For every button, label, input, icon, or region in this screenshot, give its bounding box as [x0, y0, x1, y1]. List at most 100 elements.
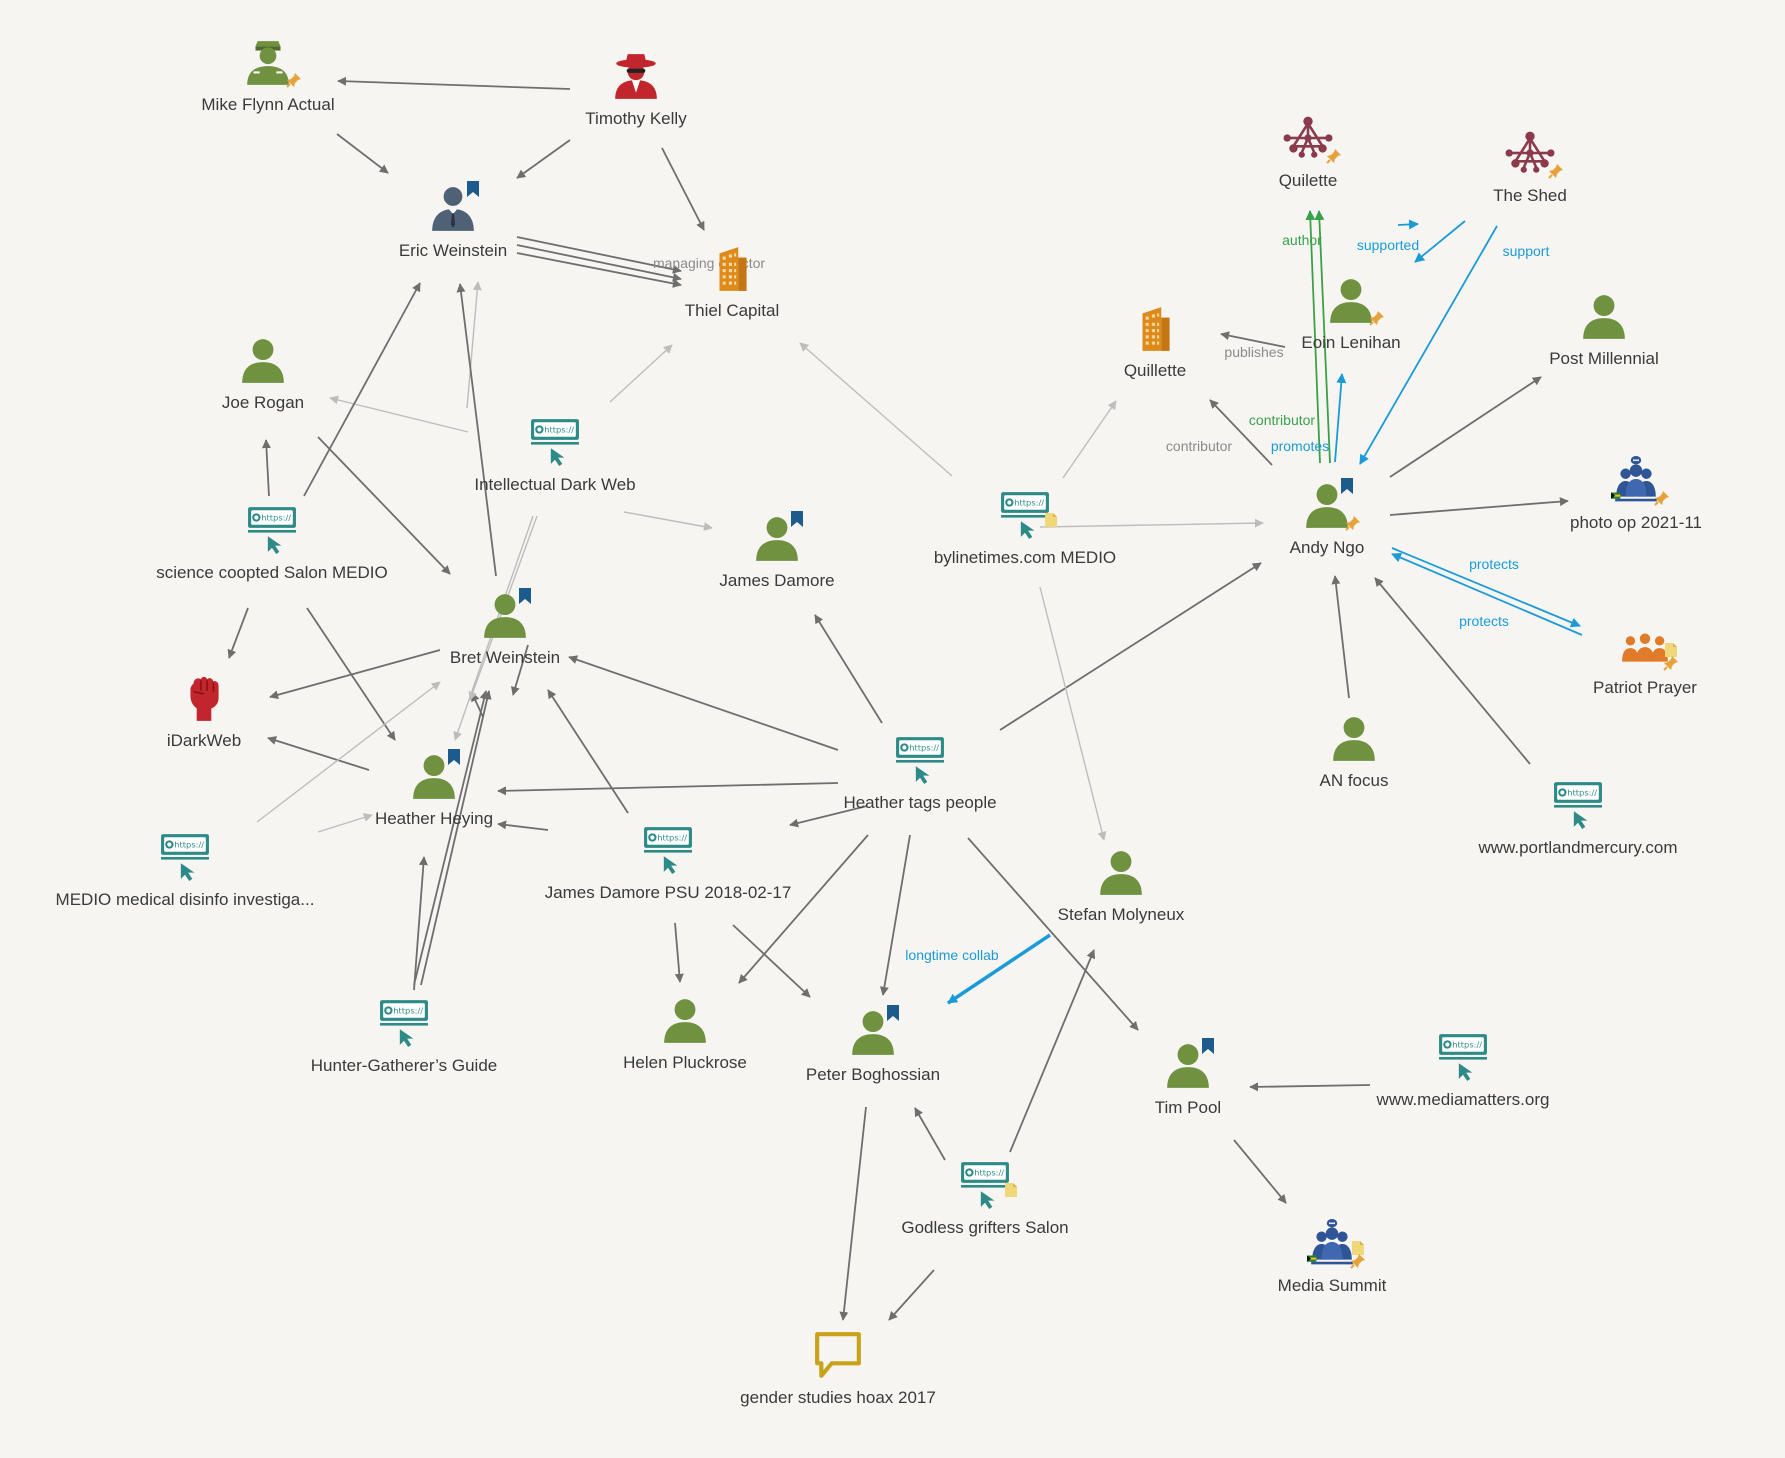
- edge-arrow[interactable]: [568, 655, 839, 751]
- edge-arrow[interactable]: [516, 252, 682, 288]
- edge-arrow[interactable]: [814, 614, 883, 724]
- edge-arrow[interactable]: [1062, 400, 1117, 479]
- node-heathertags[interactable]: Heather tags people: [843, 736, 997, 812]
- edge-arrow[interactable]: [1414, 220, 1466, 263]
- edge-arrow[interactable]: [303, 282, 421, 497]
- node-label: Joe Rogan: [222, 393, 304, 412]
- node-photoop[interactable]: photo op 2021-11: [1570, 456, 1702, 532]
- edge-arrow[interactable]: [1389, 497, 1569, 516]
- node-postmill[interactable]: Post Millennial: [1549, 295, 1659, 368]
- edge-arrow[interactable]: [497, 782, 839, 796]
- node-stefan[interactable]: Stefan Molyneux: [1058, 851, 1185, 924]
- node-hunter[interactable]: Hunter-Gatherer’s Guide: [311, 999, 497, 1075]
- edge-arrow[interactable]: [1391, 552, 1583, 636]
- node-mike[interactable]: Mike Flynn Actual: [201, 41, 335, 114]
- node-byline[interactable]: bylinetimes.com MEDIO: [934, 491, 1116, 567]
- edge-arrow[interactable]: [317, 436, 451, 575]
- edge-arrow[interactable]: [1009, 949, 1096, 1153]
- edge-arrow[interactable]: [1314, 210, 1331, 464]
- edge-arrow[interactable]: [261, 439, 271, 497]
- node-godless[interactable]: Godless grifters Salon: [901, 1161, 1069, 1237]
- node-bret[interactable]: Bret Weinstein: [450, 588, 560, 667]
- edge-arrow[interactable]: [661, 147, 705, 231]
- node-idarkweb[interactable]: iDarkWeb: [167, 676, 241, 750]
- edge-arrow[interactable]: [1389, 376, 1542, 478]
- node-damore[interactable]: James Damore: [719, 511, 835, 590]
- node-andy[interactable]: Andy Ngo: [1290, 478, 1365, 557]
- edge-arrow[interactable]: [609, 344, 673, 403]
- edge-arrow[interactable]: [456, 283, 497, 577]
- edge-arrow[interactable]: [674, 922, 684, 983]
- edge-arrow[interactable]: [256, 681, 441, 823]
- edge-arrow[interactable]: [267, 736, 370, 771]
- node-quillette_org[interactable]: Quillette: [1124, 307, 1186, 380]
- edge-arrow[interactable]: [839, 1106, 867, 1321]
- edge-arrow[interactable]: [1331, 575, 1350, 699]
- node-idw[interactable]: Intellectual Dark Web: [474, 418, 636, 494]
- edge-arrow[interactable]: [1374, 577, 1531, 765]
- edge-arrow[interactable]: [799, 342, 953, 477]
- node-patriot[interactable]: Patriot Prayer: [1593, 633, 1697, 697]
- node-shed[interactable]: The Shed: [1493, 130, 1567, 205]
- edge-arrow[interactable]: [888, 1269, 935, 1321]
- edge-arrow[interactable]: [413, 690, 489, 986]
- edge-arrow[interactable]: [336, 133, 389, 174]
- node-eoin[interactable]: Eoin Lenihan: [1301, 279, 1401, 352]
- url-icon: [379, 999, 429, 1048]
- edge-arrow[interactable]: [497, 820, 549, 831]
- edge-arrow[interactable]: [227, 607, 249, 659]
- node-portland[interactable]: www.portlandmercury.com: [1477, 781, 1678, 857]
- edge-arrow[interactable]: [1220, 331, 1286, 348]
- edge-arrow[interactable]: [1249, 1082, 1371, 1092]
- edge-arrow[interactable]: [413, 856, 428, 991]
- edge-arrow[interactable]: [947, 933, 1051, 1005]
- edge-arrow[interactable]: [623, 511, 713, 531]
- node-peter[interactable]: Peter Boghossian: [806, 1005, 940, 1084]
- edge-arrow[interactable]: [732, 924, 811, 998]
- node-mediamatters[interactable]: www.mediamatters.org: [1376, 1033, 1550, 1109]
- node-heying[interactable]: Heather Heying: [375, 749, 493, 828]
- node-quillette_net[interactable]: Quilette: [1279, 115, 1342, 190]
- edge-arrow[interactable]: [317, 813, 373, 833]
- edge-arrow[interactable]: [1039, 586, 1107, 841]
- edge-arrow[interactable]: [914, 1107, 946, 1161]
- node-gender[interactable]: gender studies hoax 2017: [740, 1334, 936, 1407]
- node-medio[interactable]: MEDIO medical disinfo investiga...: [56, 833, 315, 909]
- edge-arrow[interactable]: [1039, 518, 1264, 528]
- edge-arrow[interactable]: [516, 236, 682, 274]
- person-icon: [1330, 279, 1372, 323]
- edge-arrow[interactable]: [1359, 225, 1498, 465]
- edge-arrow[interactable]: [1305, 210, 1321, 464]
- edge-arrow[interactable]: [967, 837, 1139, 1031]
- edge-arrow[interactable]: [1209, 399, 1273, 466]
- edge-arrow[interactable]: [999, 562, 1262, 731]
- node-thiel[interactable]: Thiel Capital: [685, 247, 780, 320]
- edge-arrow[interactable]: [1391, 547, 1581, 628]
- node-joe[interactable]: Joe Rogan: [222, 339, 304, 412]
- url-icon: [1553, 781, 1603, 830]
- edge-arrow[interactable]: [516, 139, 571, 179]
- node-science[interactable]: science coopted Salon MEDIO: [156, 506, 388, 582]
- edge-arrow[interactable]: [738, 834, 869, 984]
- edge-arrow[interactable]: [329, 395, 469, 433]
- edge-arrow[interactable]: [511, 644, 529, 696]
- edge-arrow[interactable]: [1233, 1139, 1287, 1204]
- node-eric[interactable]: Eric Weinstein: [399, 181, 507, 260]
- node-pluckrose[interactable]: Helen Pluckrose: [623, 999, 747, 1072]
- pin-icon: [1369, 310, 1385, 326]
- edge-arrow[interactable]: [547, 689, 629, 814]
- edge-arrow[interactable]: [466, 281, 482, 409]
- node-mediasummit[interactable]: Media Summit: [1278, 1219, 1387, 1295]
- edge-arrow[interactable]: [516, 244, 682, 282]
- edge-arrow[interactable]: [879, 834, 911, 996]
- node-damorepsu[interactable]: James Damore PSU 2018-02-17: [545, 826, 792, 902]
- edge-arrow[interactable]: [789, 805, 868, 828]
- node-anfocus[interactable]: AN focus: [1320, 717, 1389, 790]
- node-timothy[interactable]: Timothy Kelly: [585, 54, 687, 128]
- edge-arrow[interactable]: [1334, 373, 1347, 463]
- edge-arrow[interactable]: [1397, 219, 1419, 230]
- node-timpool[interactable]: Tim Pool: [1155, 1038, 1221, 1117]
- edge-arrow[interactable]: [420, 690, 492, 986]
- edge-arrow[interactable]: [337, 76, 571, 90]
- edge-arrow[interactable]: [269, 649, 441, 700]
